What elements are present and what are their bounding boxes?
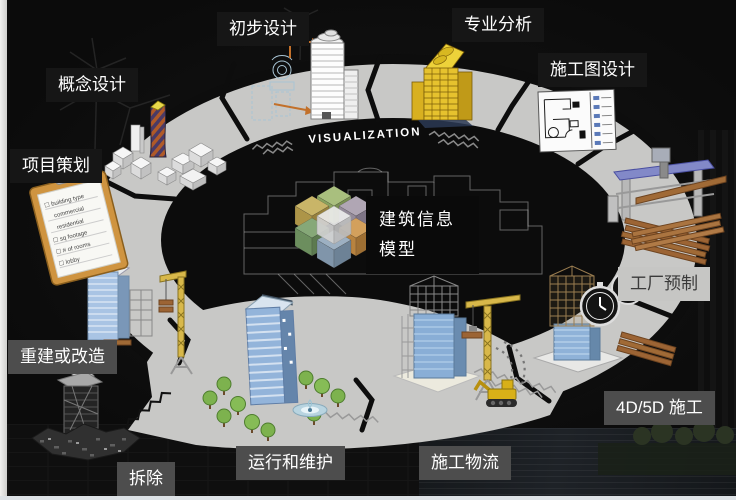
checkered-tower — [149, 100, 167, 158]
excavator — [473, 379, 517, 407]
fountain — [292, 399, 328, 417]
svg-text:☐ lobby: ☐ lobby — [58, 256, 80, 268]
striped-tower — [310, 29, 359, 120]
operation-illustration — [202, 294, 346, 441]
bim-model-line1: 建筑信息 — [379, 210, 455, 229]
page-edge-left — [0, 0, 7, 500]
label-preliminary-design: 初步设计 — [217, 12, 309, 47]
logistics-illustration — [392, 275, 526, 407]
clock-icon — [579, 282, 621, 327]
crane — [158, 270, 193, 375]
page-edge-bottom — [0, 496, 736, 500]
concept-design-illustration — [104, 100, 227, 191]
background-trees-field — [598, 443, 736, 475]
preliminary-design-illustration — [251, 29, 359, 121]
clipboard-icon: ☐ building type commercial residential ☐… — [29, 168, 129, 286]
label-concept-design: 概念设计 — [46, 68, 138, 103]
construction-drawing-illustration — [537, 88, 617, 153]
label-project-planning: 项目策划 — [10, 149, 102, 184]
label-factory-prefab: 工厂预制 — [618, 267, 710, 302]
label-renovation: 重建或改造 — [8, 340, 117, 375]
demolition-illustration — [31, 367, 141, 461]
trees — [202, 370, 346, 441]
background-tree-blobs — [633, 420, 734, 445]
label-logistics: 施工物流 — [419, 446, 511, 481]
factory-prefab-illustration — [607, 147, 727, 266]
bim-model-line2: 模型 — [379, 239, 417, 259]
analysis-illustration — [411, 43, 473, 128]
label-analysis: 专业分析 — [452, 8, 544, 43]
bim-cube-model — [294, 185, 374, 269]
label-bim-model: 建筑信息 模型 — [366, 196, 479, 274]
label-demolition: 拆除 — [117, 462, 175, 497]
label-construction-drawing: 施工图设计 — [538, 53, 647, 88]
label-operation: 运行和维护 — [236, 446, 345, 481]
label-4d5d-construction: 4D/5D 施工 — [604, 391, 715, 426]
